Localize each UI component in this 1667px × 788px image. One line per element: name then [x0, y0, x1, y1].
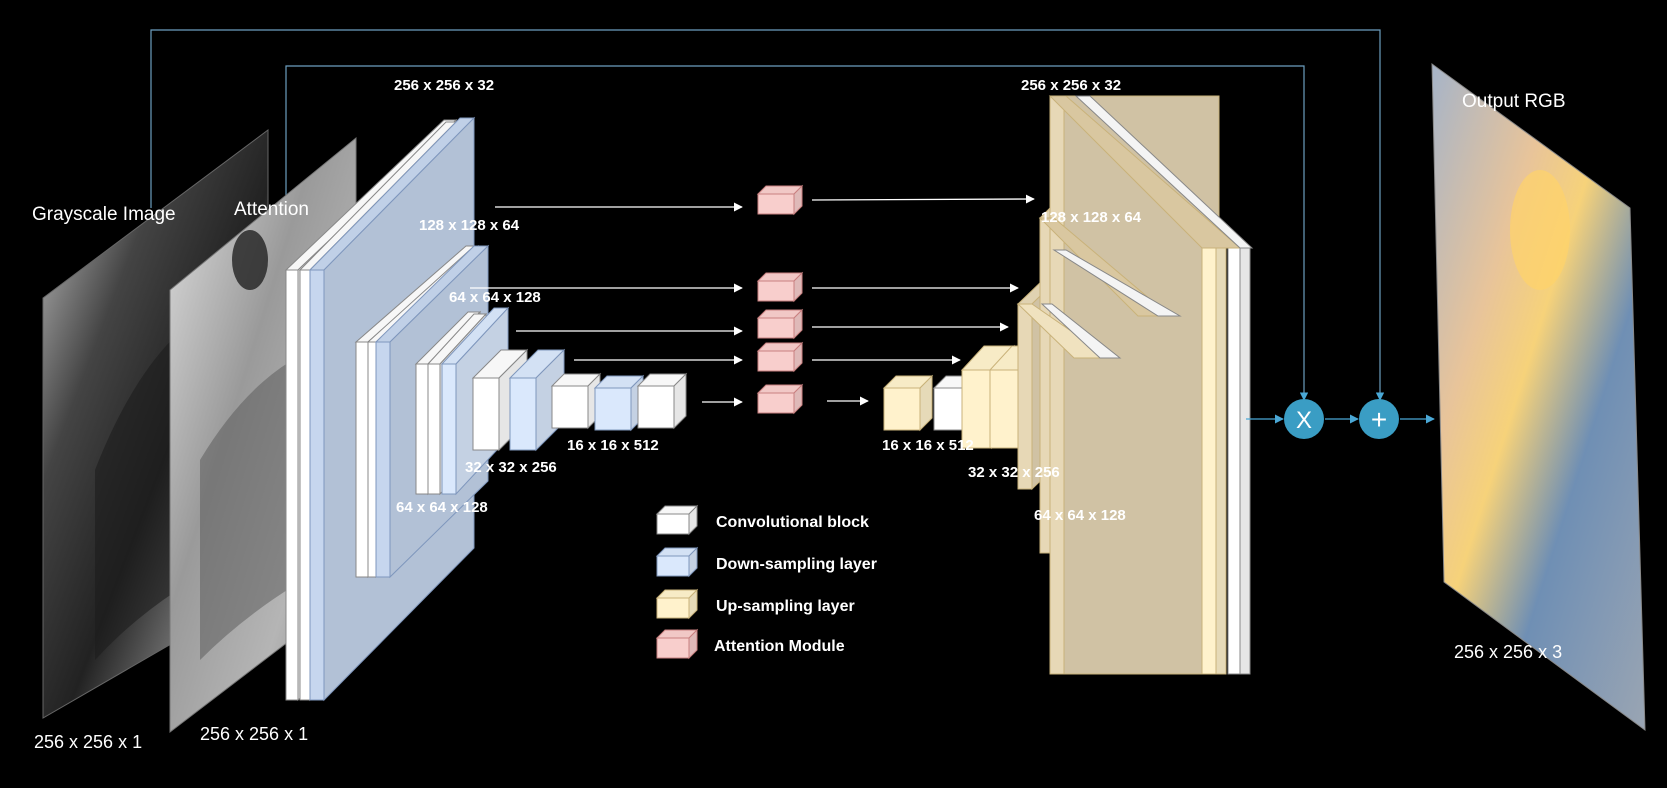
bottleneck-conv-block-a — [550, 372, 602, 430]
encoder-label-level1: 128 x 128 x 64 — [419, 217, 520, 234]
encoder-blocks — [284, 116, 688, 702]
decoder-label-level2: 64 x 64 x 128 — [1034, 507, 1126, 524]
output-rgb-image — [1431, 63, 1646, 732]
legend-label: Up-sampling layer — [716, 598, 855, 615]
decoder-label-bottleneck: 16 x 16 x 512 — [882, 437, 974, 454]
legend-swatch — [655, 546, 699, 578]
decoder-conv-block-l0a — [1201, 247, 1227, 675]
attention-image-size: 256 x 256 x 1 — [200, 724, 308, 744]
attention-module-1 — [756, 184, 804, 216]
add-symbol: + — [1371, 404, 1387, 435]
bottleneck-downsample — [593, 374, 645, 432]
skip-line-grayscale-to-add — [150, 29, 1385, 401]
multiply-operator: X — [1284, 399, 1324, 439]
add-operator: + — [1359, 399, 1399, 439]
skip-line-attention-to-multiply — [285, 65, 1309, 401]
legend-item: Convolutional block — [655, 504, 869, 536]
legend-item: Up-sampling layer — [655, 588, 855, 620]
decoder-blocks — [882, 95, 1254, 675]
legend-swatch — [655, 628, 699, 660]
bottleneck-conv-block-b — [636, 372, 688, 430]
legend-label: Down-sampling layer — [716, 556, 877, 573]
decoder-upsample-l0 — [1049, 95, 1220, 675]
decoder-label-top: 256 x 256 x 32 — [1021, 77, 1121, 94]
decoder-upsample-bottleneck — [882, 374, 934, 432]
grayscale-image-size: 256 x 256 x 1 — [34, 732, 142, 752]
decoder-label-level3: 32 x 32 x 256 — [968, 464, 1060, 481]
skip-arrows — [470, 194, 1035, 407]
legend-item: Down-sampling layer — [655, 546, 877, 578]
decoder-slab-tops — [1016, 95, 1254, 359]
encoder-label-level2-bottom: 64 x 64 x 128 — [396, 499, 488, 516]
encoder-label-top: 256 x 256 x 32 — [394, 77, 494, 94]
grayscale-image-title: Grayscale Image — [32, 204, 176, 225]
decoder-label-level1: 128 x 128 x 64 — [1041, 209, 1142, 226]
attention-module-2 — [756, 271, 804, 303]
skip-connection-lines — [150, 29, 1385, 401]
output-rgb-size: 256 x 256 x 3 — [1454, 642, 1562, 662]
attention-module-4 — [756, 341, 804, 373]
legend-label: Convolutional block — [716, 514, 869, 531]
labels: Grayscale Image Attention 256 x 256 x 1 … — [32, 77, 1566, 752]
encoder-label-level2: 64 x 64 x 128 — [449, 289, 541, 306]
attention-image-title: Attention — [234, 199, 309, 220]
encoder-label-bottleneck: 16 x 16 x 512 — [567, 437, 659, 454]
legend-label: Attention Module — [714, 638, 845, 655]
legend-swatch — [655, 504, 699, 536]
output-rgb-title: Output RGB — [1462, 91, 1566, 112]
multiply-symbol: X — [1296, 407, 1312, 434]
attention-modules — [756, 184, 804, 415]
decoder-conv-block-l0b — [1227, 247, 1251, 675]
skip-arrow-l1-out — [811, 194, 1035, 204]
output-rgb-image-panel — [1431, 63, 1646, 732]
legend-swatch — [655, 588, 699, 620]
attention-module-5 — [756, 383, 804, 415]
output-path: X + — [1246, 399, 1435, 439]
encoder-label-level3: 32 x 32 x 256 — [465, 459, 557, 476]
encoder-downsample-l3 — [508, 348, 566, 452]
legend-item: Attention Module — [655, 628, 845, 660]
attention-module-3 — [756, 308, 804, 340]
